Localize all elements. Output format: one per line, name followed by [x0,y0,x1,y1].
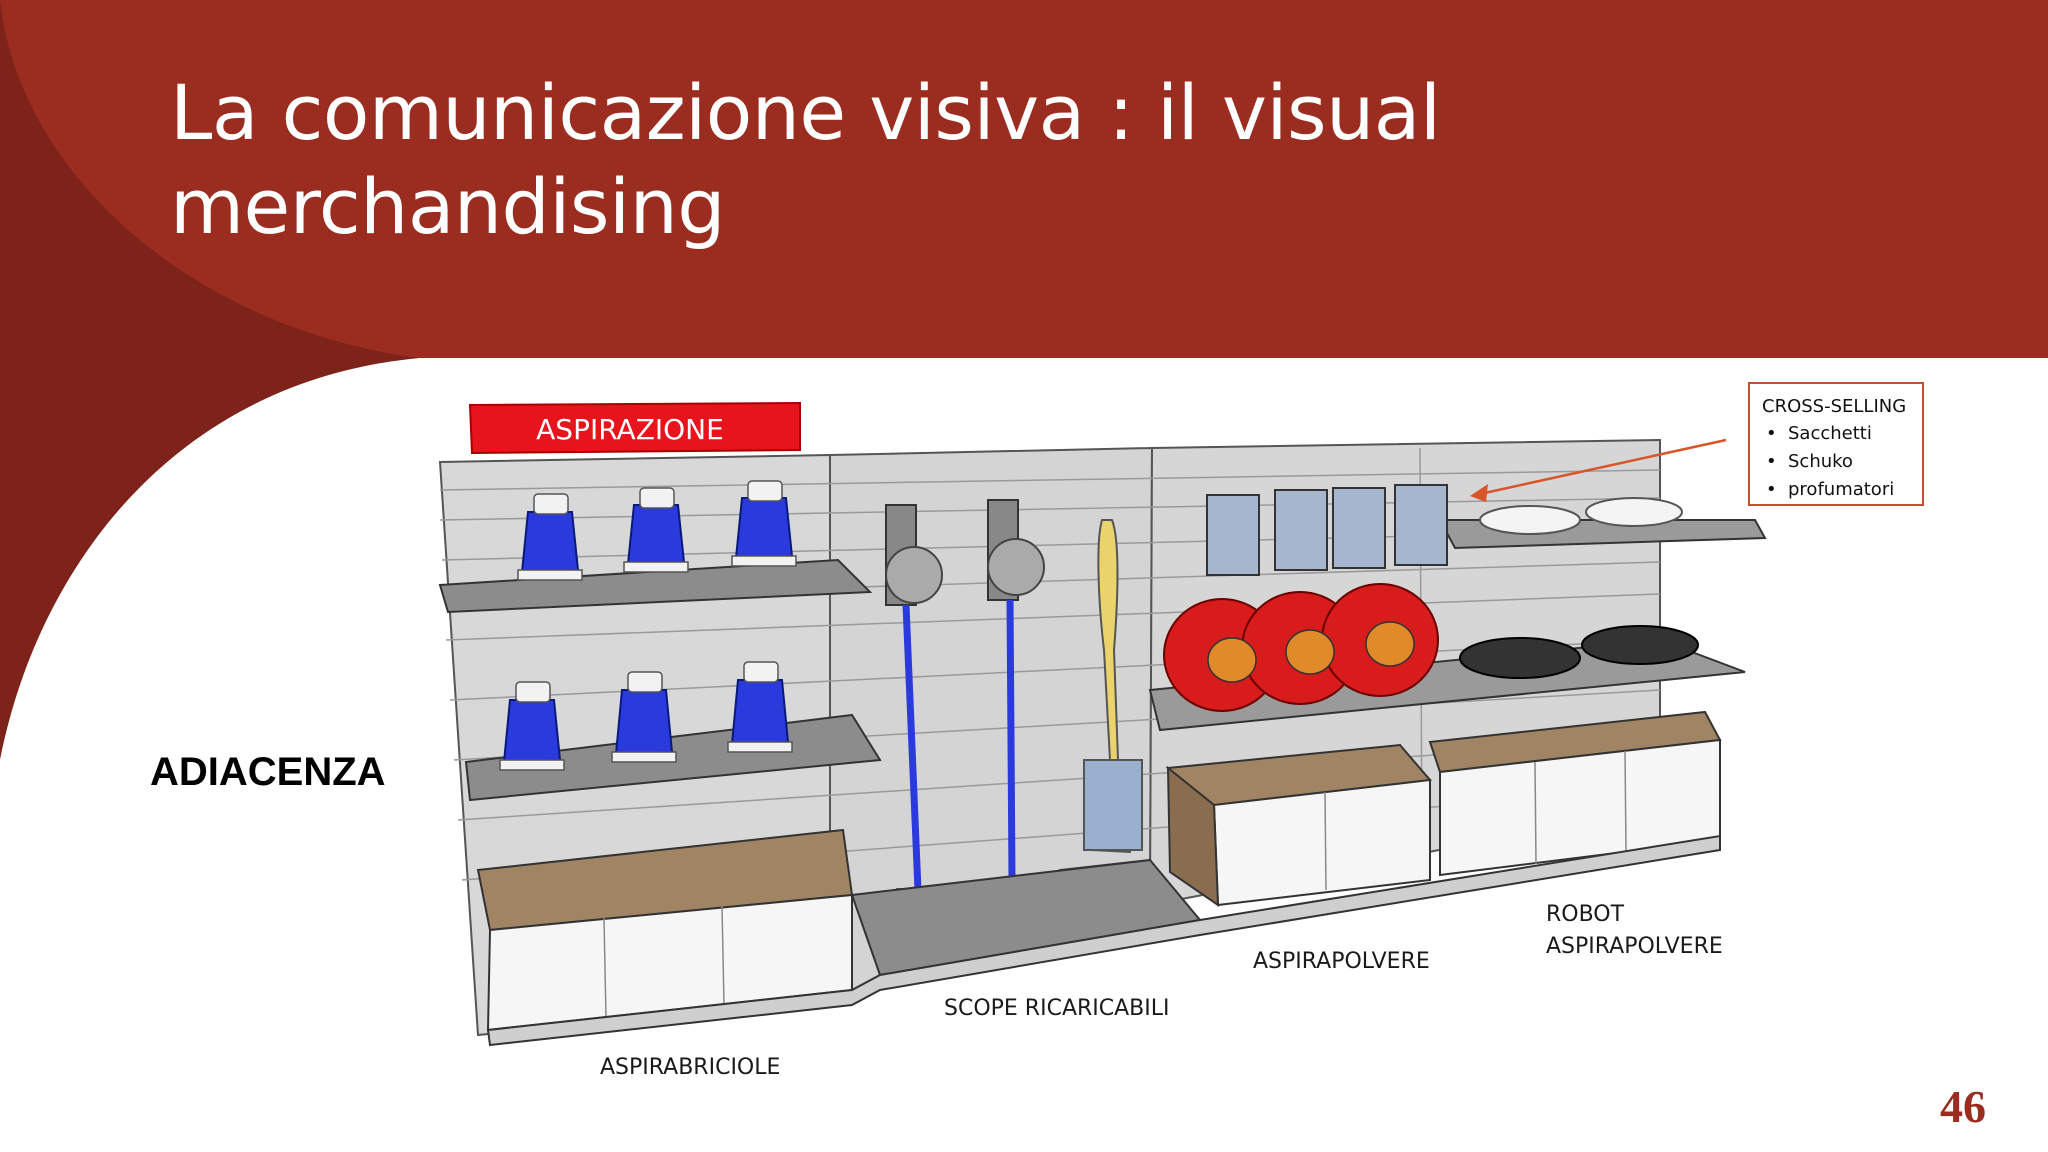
boxes-left [476,828,854,1032]
sign-board [468,401,801,455]
cross-selling-item: Sacchetti [1766,420,1910,448]
cross-selling-item: Schuko [1766,448,1910,476]
label-aspirabriciole: ASPIRABRICIOLE [600,1055,781,1080]
cross-selling-item: profumatori [1766,476,1910,504]
adjacency-label: ADIACENZA [150,750,386,794]
label-robot: ROBOT [1546,902,1625,927]
label-scope-ricaricabili: SCOPE RICARICABILI [944,996,1170,1021]
cross-selling-arrow [1479,438,1727,496]
slide-title-line-2: merchandising [170,162,726,251]
cross-selling-heading: CROSS-SELLING [1762,396,1907,417]
boxes-middle [1165,743,1432,907]
left-curve-dark [0,0,420,760]
hanging-accessories [1206,484,1448,576]
sign-text: ASPIRAZIONE [536,413,724,446]
label-robot-aspirapolvere: ASPIRAPOLVERE [1546,934,1723,959]
robot-vacuums [1459,497,1699,679]
cross-selling-arrowhead [1470,484,1488,502]
slide-title: La comunicazione visiva : il visual merc… [170,66,1470,254]
shelving-illustration: ASPIRAZIONE [438,401,1767,1047]
left-shelf-top [438,558,873,614]
cross-selling-list: Sacchetti Schuko profumatori [1762,420,1910,504]
slide-title-line-1: La comunicazione visiva : il visual [170,68,1441,157]
cross-selling-box: CROSS-SELLING Sacchetti Schuko profumato… [1748,382,1924,506]
boxes-right [1428,710,1722,877]
header-band [0,0,2048,358]
base-plinth [486,834,1721,1047]
label-aspirapolvere: ASPIRAPOLVERE [1253,949,1430,974]
page-number: 46 [1940,1081,1986,1132]
